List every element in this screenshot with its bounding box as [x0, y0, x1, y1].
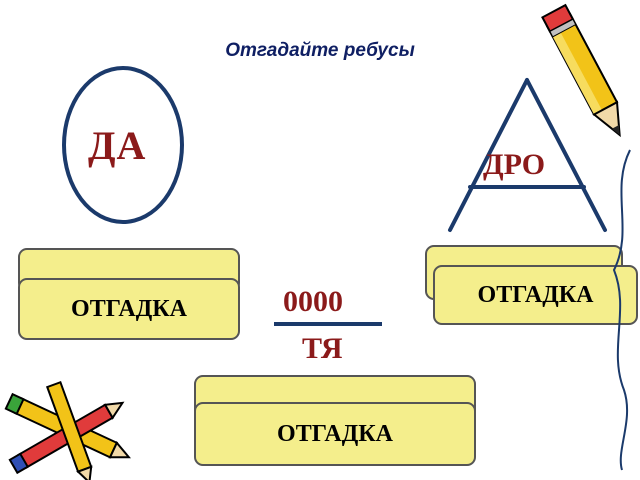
- pencil-icon: [541, 3, 621, 138]
- page-title: Отгадайте ребусы: [225, 40, 415, 61]
- rebus-fraction-denominator: ТЯ: [302, 332, 343, 365]
- rebus-oval-shape: [62, 66, 184, 224]
- rebus-triangle-text: ДРО: [483, 148, 546, 181]
- rebus-fraction-numerator: 0000: [283, 285, 343, 318]
- answer-card-3[interactable]: ОТГАДКА: [194, 402, 476, 466]
- rebus-fraction-line: [274, 322, 382, 326]
- decorative-squiggle: [612, 149, 631, 471]
- answer-card-2[interactable]: ОТГАДКА: [433, 265, 638, 325]
- pencils-icon: [4, 380, 131, 480]
- rebus-oval-text: ДА: [88, 123, 147, 168]
- answer-card-1[interactable]: ОТГАДКА: [18, 278, 240, 340]
